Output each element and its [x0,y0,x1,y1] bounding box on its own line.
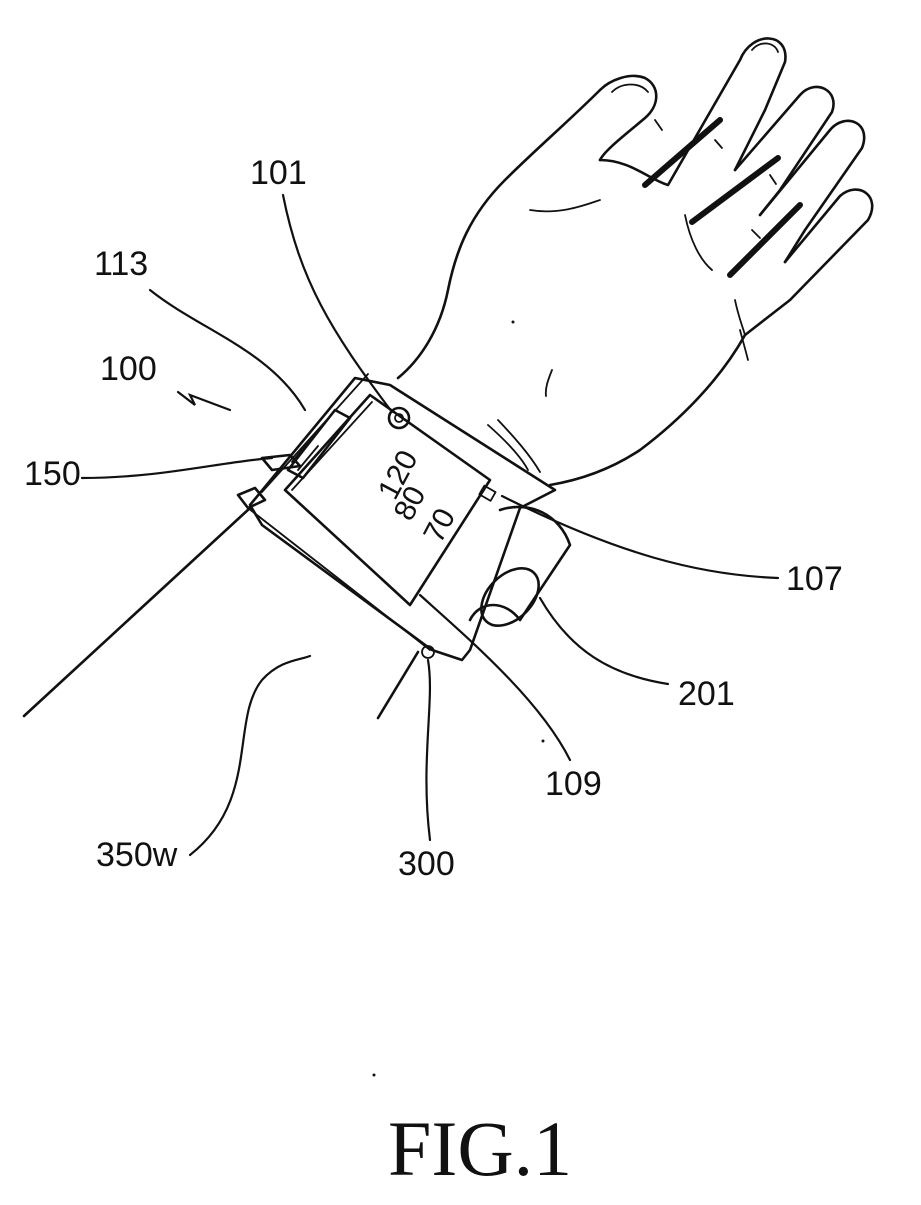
leader-201 [540,598,668,684]
leader-113 [150,290,305,410]
knuckle-tick-3 [770,175,776,184]
thumb-nail [612,85,648,93]
leader-107 [502,496,778,578]
leader-300 [426,660,430,840]
finger-gap-3 [730,205,800,275]
scan-dot-3 [373,1074,376,1077]
cuff-opening-201 [470,557,549,636]
leader-350w [190,656,310,855]
figure-caption: FIG.1 [388,1105,572,1192]
palm-crease-4 [546,370,552,396]
cuff-body [470,507,570,620]
leader-150 [82,458,272,478]
knuckle-tick-1 [655,120,662,130]
scan-dot-1 [512,321,515,324]
leader-101 [283,195,392,412]
middle-finger [735,87,834,215]
finger-gap-1 [645,120,720,185]
label-300: 300 [398,845,455,883]
bp-meter-device: 120 80 70 [238,374,570,660]
scan-dot-2 [542,740,545,743]
wrist-fold-2 [498,420,540,472]
label-150: 150 [24,455,81,493]
label-100: 100 [100,350,157,388]
index-finger [600,38,785,185]
index-nail [752,43,778,52]
knuckle-tick-2 [715,140,722,148]
palm-crease-1 [530,200,600,211]
device-left-edge [262,374,368,492]
leader-100 [178,392,230,410]
label-201: 201 [678,675,735,713]
label-107: 107 [786,560,843,598]
forearm-upper-edge [24,508,250,716]
device-bottom-edge [248,508,430,650]
label-109: 109 [545,765,602,803]
forearm-lower-edge [378,652,418,718]
thumb-outline [600,76,656,160]
hand-back-contour [398,90,600,378]
label-350w: 350w [96,836,178,874]
palm-crease-2 [685,215,712,270]
label-113: 113 [94,245,148,283]
knuckle-tick-4 [752,230,760,238]
label-101: 101 [250,154,307,192]
leader-109 [420,595,570,760]
palm-lower-contour [550,335,745,485]
